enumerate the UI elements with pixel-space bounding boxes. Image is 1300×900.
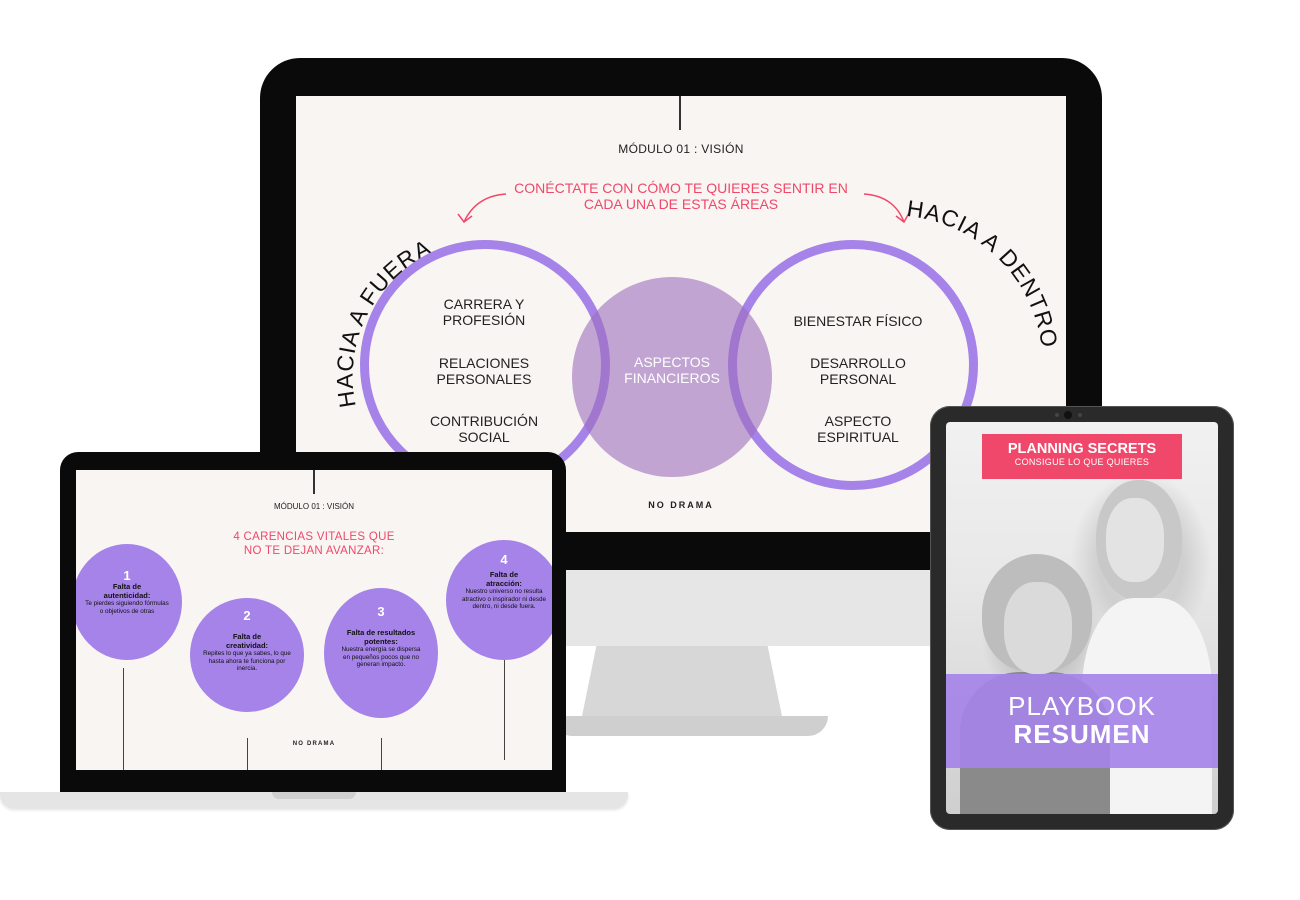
item-line: BIENESTAR FÍSICO xyxy=(793,313,923,329)
sensor-icon xyxy=(1078,413,1082,417)
item-line: PROFESIÓN xyxy=(442,312,526,328)
carencia-circle: 3 Falta de resultados potentes: Nuestra … xyxy=(324,588,438,718)
outward-item: RELACIONES PERSONALES xyxy=(404,355,564,387)
banner-subtitle: CONSIGUE LO QUE QUIERES xyxy=(1014,457,1150,467)
item-line: RELACIONES xyxy=(438,355,530,371)
slide-heading-line: 4 CARENCIAS VITALES QUE xyxy=(233,531,395,543)
inward-item: DESARROLLO PERSONAL xyxy=(778,355,938,387)
cover-label-line: RESUMEN xyxy=(1013,719,1151,749)
connector-line xyxy=(247,738,248,770)
carencia-circle: 2 Falta de creatividad: Repites lo que y… xyxy=(190,598,304,712)
monitor-stand xyxy=(580,646,784,726)
item-description: Te pierdes siguiendo fórmulas o objetivo… xyxy=(85,600,169,615)
photo-person-face xyxy=(1106,498,1164,582)
cover-label-band: PLAYBOOK RESUMEN xyxy=(946,674,1218,768)
arrow-left-icon xyxy=(463,193,507,223)
top-divider-line xyxy=(313,470,315,494)
item-line: DESARROLLO xyxy=(810,355,906,371)
slide-heading: 4 CARENCIAS VITALES QUE NO TE DEJAN AVAN… xyxy=(206,530,422,558)
item-description: Nuestro universo no resulta atractivo o … xyxy=(462,588,547,610)
connector-line xyxy=(123,668,124,770)
item-title: Falta de autenticidad: xyxy=(103,582,151,600)
cover-banner: PLANNING SECRETS CONSIGUE LO QUE QUIERES xyxy=(982,434,1182,479)
item-description: Nuestra energía se dispersa en pequeños … xyxy=(341,646,421,668)
outward-item: CONTRIBUCIÓN SOCIAL xyxy=(404,413,564,445)
laptop-notch xyxy=(272,792,356,799)
item-line: FINANCIEROS xyxy=(624,370,720,386)
item-line: ASPECTOS xyxy=(634,354,710,370)
sensor-icon xyxy=(1055,413,1059,417)
item-line: CONTRIBUCIÓN xyxy=(429,413,539,429)
slide-heading-line: CONÉCTATE CON CÓMO TE QUIERES SENTIR EN xyxy=(514,180,848,196)
item-description: Repites lo que ya sabes, lo que hasta ah… xyxy=(203,650,291,672)
item-number: 3 xyxy=(377,604,385,619)
brand-footer: NO DRAMA xyxy=(292,741,336,747)
photo-person-face xyxy=(1004,582,1072,674)
banner-title: PLANNING SECRETS xyxy=(1007,441,1157,457)
connector-line xyxy=(504,660,505,760)
carencia-circle: 1 Falta de autenticidad: Te pierdes sigu… xyxy=(76,544,182,660)
slide-heading-line: NO TE DEJAN AVANZAR: xyxy=(243,545,385,557)
connector-line xyxy=(381,738,382,770)
laptop-screen: MÓDULO 01 : VISIÓN 4 CARENCIAS VITALES Q… xyxy=(76,470,552,770)
inward-item: BIENESTAR FÍSICO xyxy=(778,313,938,329)
module-label: MÓDULO 01 : VISIÓN xyxy=(273,502,355,511)
item-number: 1 xyxy=(123,568,131,583)
item-title: Falta de creatividad: xyxy=(225,632,269,650)
item-line: SOCIAL xyxy=(458,429,510,445)
center-item: ASPECTOS FINANCIEROS xyxy=(572,354,772,386)
camera-icon xyxy=(1064,411,1072,419)
monitor-stand-base xyxy=(552,716,828,736)
inward-item: ASPECTO ESPIRITUAL xyxy=(778,413,938,445)
item-line: PERSONALES xyxy=(436,371,532,387)
item-number: 2 xyxy=(243,608,251,623)
carencia-circle: 4 Falta de atracción: Nuestro universo n… xyxy=(446,540,552,660)
slide-heading: CONÉCTATE CON CÓMO TE QUIERES SENTIR EN … xyxy=(496,180,866,212)
item-number: 4 xyxy=(500,552,508,567)
laptop-base xyxy=(0,792,628,808)
item-line: ESPIRITUAL xyxy=(817,429,899,445)
arrow-right-icon xyxy=(863,193,905,223)
cover-label-line: PLAYBOOK xyxy=(1008,691,1156,721)
item-line: ASPECTO xyxy=(824,413,892,429)
outward-item: CARRERA Y PROFESIÓN xyxy=(404,296,564,328)
item-line: CARRERA Y xyxy=(443,296,525,312)
module-label: MÓDULO 01 : VISIÓN xyxy=(618,142,744,156)
item-title: Falta de resultados potentes: xyxy=(346,628,416,646)
item-title: Falta de atracción: xyxy=(486,570,522,588)
top-divider-line xyxy=(679,96,681,130)
slide-heading-line: CADA UNA DE ESTAS ÁREAS xyxy=(583,196,779,212)
brand-footer: NO DRAMA xyxy=(648,500,714,510)
circle-center-overlap xyxy=(572,277,772,477)
item-line: PERSONAL xyxy=(819,371,897,387)
tablet-screen: PLANNING SECRETS CONSIGUE LO QUE QUIERES… xyxy=(946,422,1218,814)
